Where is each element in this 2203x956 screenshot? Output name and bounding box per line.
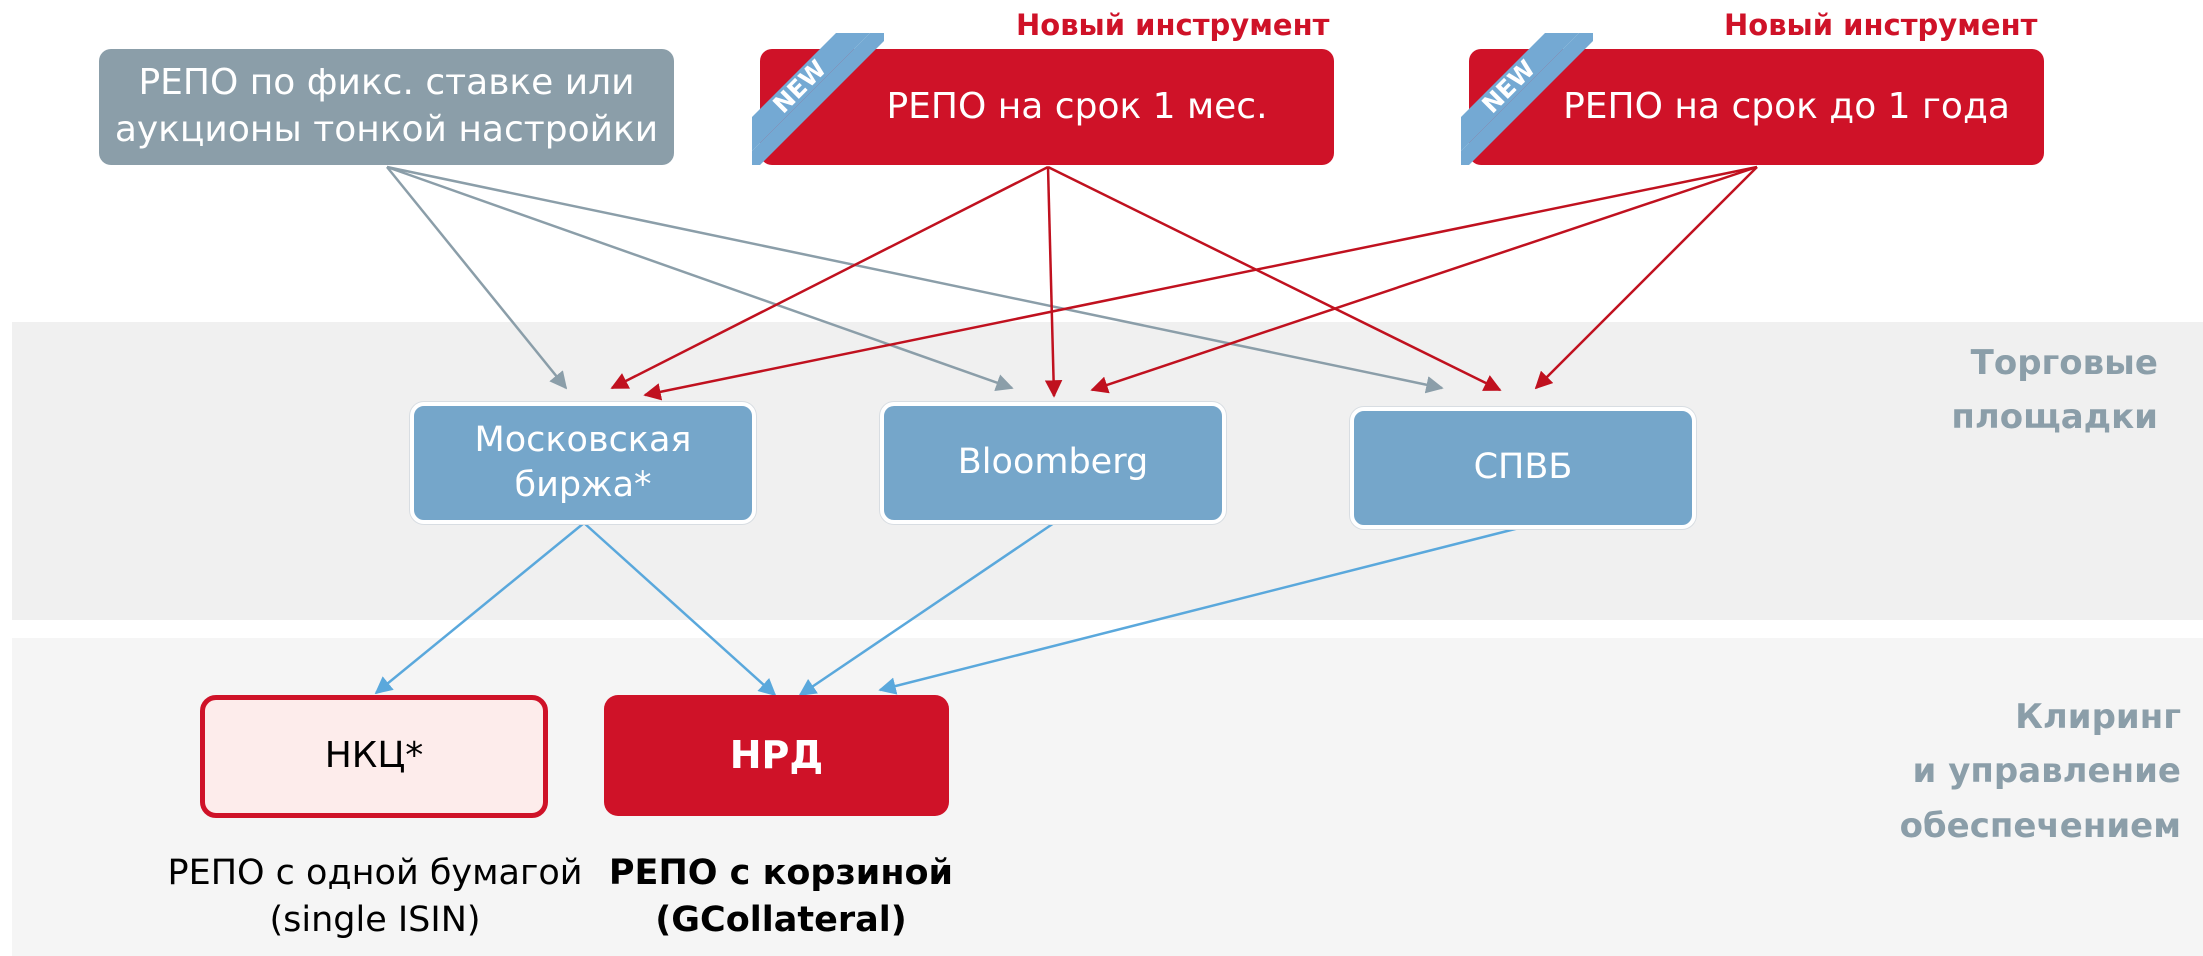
arrow-fixed-to-spvb [386, 165, 1444, 394]
new-instrument-label-1y: Новый инструмент [1724, 8, 2038, 42]
nkc-label: НКЦ* [324, 735, 424, 777]
arrow-bloomberg-to-nrd [798, 521, 1055, 697]
nkc-caption-line1: РЕПО с одной бумагой [167, 853, 583, 893]
nrd-label: НРД [729, 732, 824, 777]
arrow-1y-to-bloomberg [1090, 165, 1758, 394]
bloomberg-box: Bloomberg [880, 402, 1226, 524]
clearing-section-label: Клиринг и управление обеспечением [1899, 697, 2181, 846]
arrow-1m-to-moex [610, 165, 1049, 390]
nkc-box: НКЦ* [200, 695, 548, 818]
nrd-box: НРД [604, 695, 949, 816]
arrow-1y-to-spvb [1534, 166, 1758, 390]
arrow-1m-to-bloomberg [1044, 166, 1063, 398]
spvb-label: СПВБ [1473, 447, 1573, 488]
repo-1-month-label: РЕПО на срок 1 мес. [886, 85, 1268, 127]
arrow-1m-to-spvb [1047, 165, 1502, 392]
nrd-caption-line2: (GCollateral) [655, 900, 907, 941]
repo-1-year-label: РЕПО на срок до 1 года [1563, 85, 2010, 127]
moex-line1: Московская [474, 419, 692, 460]
spvb-box: СПВБ [1350, 407, 1696, 529]
new-badge-icon: NEW [1461, 33, 1593, 165]
arrow-1y-to-moex [643, 165, 1758, 401]
nrd-caption-line1: РЕПО с корзиной [608, 853, 954, 893]
nkc-caption-line2: (single ISIN) [269, 900, 481, 941]
nkc-caption: РЕПО с одной бумагой (single ISIN) [160, 850, 590, 945]
bloomberg-label: Bloomberg [957, 442, 1149, 483]
fixed-rate-repo-line2: аукционы тонкой настройки [114, 109, 659, 150]
trading-section-label: Торговые площадки [1951, 343, 2158, 438]
moex-line2: биржа* [514, 465, 652, 505]
moex-box: Московская биржа* [410, 402, 756, 524]
fixed-rate-repo-box: РЕПО по фикс. ставке или аукционы тонкой… [99, 49, 674, 165]
arrow-fixed-to-moex [386, 166, 568, 390]
arrow-spvb-to-nrd [878, 525, 1524, 695]
arrow-moex-to-nkc [374, 522, 585, 695]
fixed-rate-repo-line1: РЕПО по фикс. ставке или [138, 62, 635, 104]
arrow-fixed-to-bloomberg [386, 165, 1014, 391]
nrd-caption: РЕПО с корзиной (GCollateral) [596, 850, 966, 945]
new-badge-icon: NEW [752, 33, 884, 165]
new-instrument-label-1m: Новый инструмент [1016, 8, 1330, 42]
repo-1-month-box: РЕПО на срок 1 мес. [760, 49, 1334, 165]
arrow-moex-to-nrd [583, 522, 777, 697]
